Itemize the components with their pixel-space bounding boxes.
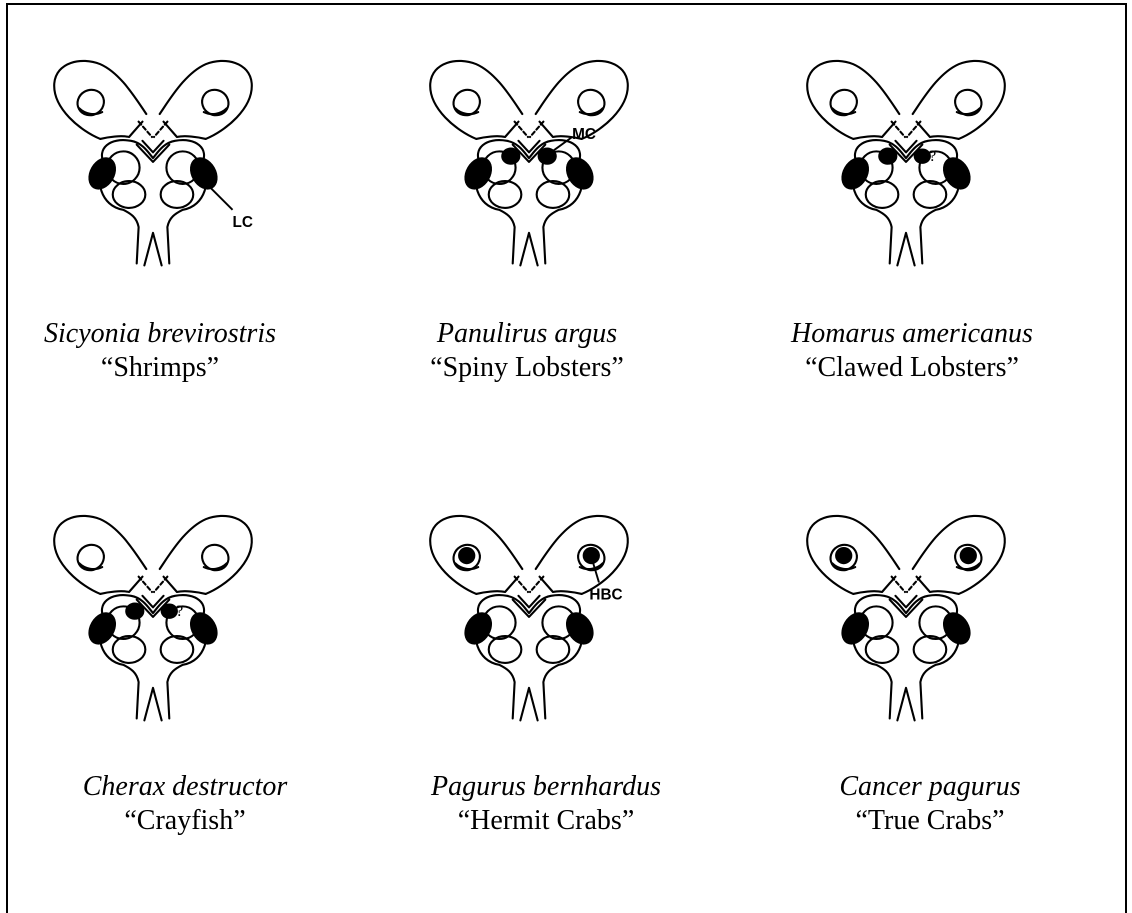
- caption-4: Cherax destructor “Crayfish”: [25, 770, 345, 838]
- species-name: Panulirus argus: [367, 317, 687, 351]
- label-lc: LC: [233, 214, 253, 231]
- species-name: Homarus americanus: [752, 317, 1072, 351]
- common-name: “Shrimps”: [0, 351, 320, 385]
- brain-diagram-2: MC: [414, 45, 644, 275]
- brain-diagram-3: ?: [791, 45, 1021, 275]
- caption-3: Homarus americanus “Clawed Lobsters”: [752, 317, 1072, 385]
- species-name: Cherax destructor: [25, 770, 345, 804]
- label-hbc: HBC: [589, 587, 622, 604]
- common-name: “Clawed Lobsters”: [752, 351, 1072, 385]
- common-name: “Hermit Crabs”: [386, 804, 706, 838]
- label-unknown: ?: [176, 601, 183, 620]
- label-unknown: ?: [929, 146, 936, 165]
- caption-6: Cancer pagurus “True Crabs”: [770, 770, 1090, 838]
- common-name: “Spiny Lobsters”: [367, 351, 687, 385]
- caption-2: Panulirus argus “Spiny Lobsters”: [367, 317, 687, 385]
- brain-diagram-4: ?: [38, 500, 268, 730]
- caption-5: Pagurus bernhardus “Hermit Crabs”: [386, 770, 706, 838]
- species-name: Sicyonia brevirostris: [0, 317, 320, 351]
- species-name: Cancer pagurus: [770, 770, 1090, 804]
- common-name: “Crayfish”: [25, 804, 345, 838]
- brain-diagram-5: HBC: [414, 500, 644, 730]
- brain-diagram-1: LC: [38, 45, 268, 275]
- brain-diagram-6: [791, 500, 1021, 730]
- caption-1: Sicyonia brevirostris “Shrimps”: [0, 317, 320, 385]
- common-name: “True Crabs”: [770, 804, 1090, 838]
- label-mc: MC: [572, 126, 596, 143]
- species-name: Pagurus bernhardus: [386, 770, 706, 804]
